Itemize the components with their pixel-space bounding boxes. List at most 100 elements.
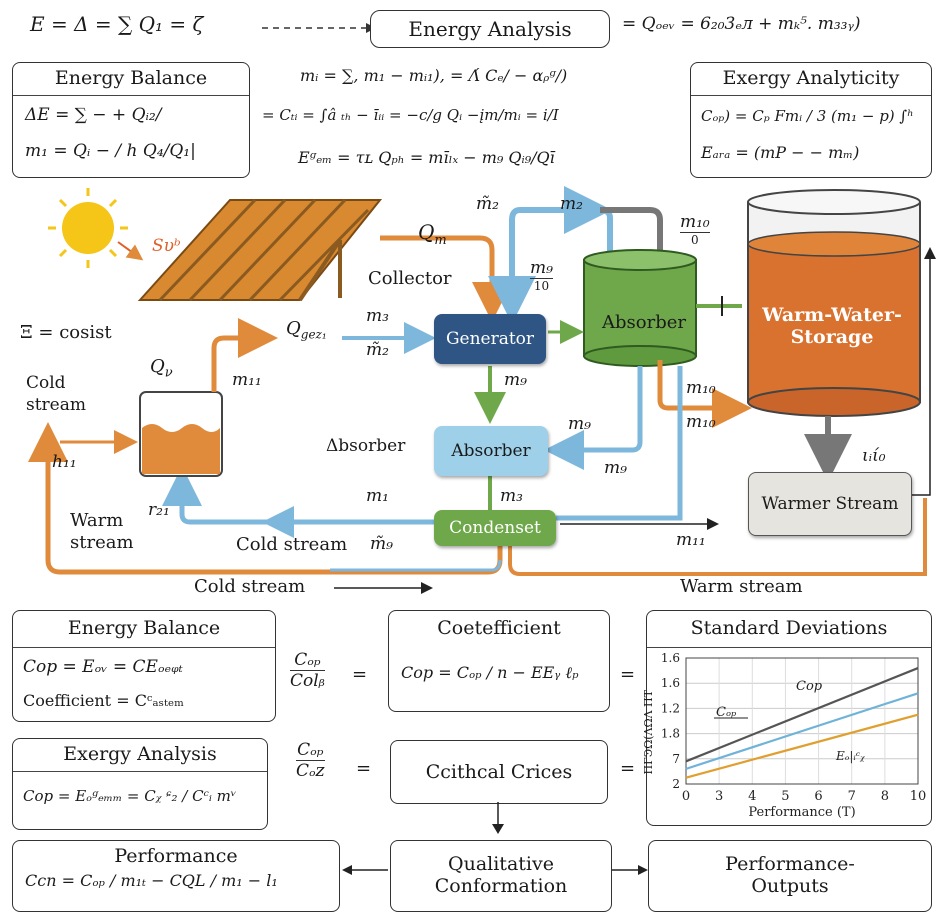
chart-x-tick: 4 bbox=[748, 789, 756, 804]
dabsorber-label: Δbsorber bbox=[326, 436, 406, 456]
energy-analysis-title: Energy Analysis bbox=[408, 17, 572, 41]
chart-x-tick: 10 bbox=[910, 789, 927, 804]
performance-box: Performance Ccn = Cₒₚ / m₁ₜ − CQL / m₁ −… bbox=[12, 840, 340, 912]
exergy-analysis-title: Exergy Analysis bbox=[63, 743, 217, 765]
equals-3: = bbox=[356, 758, 372, 779]
equals-1: = bbox=[352, 664, 368, 685]
m9-label-c: m₉ bbox=[604, 458, 627, 478]
top-equation-left: E = Δ = ∑ Q₁ = ζ bbox=[30, 12, 204, 36]
down-arrow bbox=[492, 802, 504, 834]
m3-label-a: m₃ bbox=[366, 306, 389, 326]
divider bbox=[13, 647, 275, 648]
chart-annotation: Cop bbox=[796, 679, 823, 694]
m9-fraction: m₉ 10 bbox=[530, 258, 553, 293]
chart-y-tick: 1.2 bbox=[661, 701, 680, 715]
energy-balance-top-line2: m₁ = Qᵢ − / h Q₄/Q₁| bbox=[25, 141, 196, 161]
energy-balance-bottom-line2: Coefficient = Cᶜₐₛₜₑₘ bbox=[23, 691, 184, 710]
qualitative-title: Qualitative Conformation bbox=[434, 853, 568, 897]
r21-label: r₂₁ bbox=[148, 500, 170, 520]
chart-y-tick: 7 bbox=[672, 752, 680, 766]
m1-label: m₁ bbox=[366, 486, 389, 506]
solar-collector-icon bbox=[137, 198, 383, 302]
standard-deviations-title: Standard Deviations bbox=[690, 617, 888, 639]
system-diagram bbox=[27, 186, 936, 594]
m2-label-a: m̃₂ bbox=[366, 340, 389, 360]
performance-outputs-title: Performance-Outputs bbox=[725, 853, 855, 897]
chart-annotation: Eₒ|ᵢᶜᵪ bbox=[835, 749, 865, 763]
chart-series-line bbox=[685, 667, 919, 763]
chart-x-tick: 0 bbox=[682, 789, 690, 804]
qualitative-box: Qualitative Conformation bbox=[390, 840, 612, 912]
m9-label-d: m̃₉ bbox=[370, 534, 393, 554]
chart-y-tick: 1.8 bbox=[661, 727, 680, 741]
chart-x-tick: 8 bbox=[881, 789, 889, 804]
energy-balance-top-line1: ΔE = ∑ − + Qᵢ₂/ bbox=[25, 105, 162, 125]
divider bbox=[647, 647, 931, 648]
standard-deviations-box: Standard Deviations bbox=[646, 610, 932, 826]
coefficient-title: Coetefficient bbox=[437, 617, 561, 639]
absorber-tank bbox=[583, 249, 697, 367]
energy-balance-top-box: Energy Balance ΔE = ∑ − + Qᵢ₂/ m₁ = Qᵢ −… bbox=[12, 62, 250, 178]
m11-left-label: m₁₁ bbox=[232, 370, 262, 390]
critical-box: Ccithcal Crices bbox=[390, 740, 608, 804]
coefficient-box: Coetefficient Cop = Cₒₚ / n − EEᵧ ℓₚ bbox=[388, 610, 610, 712]
m2-label-top: m̃₂ bbox=[476, 194, 499, 214]
divider bbox=[691, 95, 931, 96]
chart-x-tick: 3 bbox=[715, 789, 723, 804]
heat-exchanger-tank bbox=[139, 391, 223, 477]
exergy-analysis-box: Exergy Analysis Cop = Eₒᵍₑₘₘ = Cᵪ ᶝ₂ / C… bbox=[12, 738, 268, 830]
chart-x-tick: 7 bbox=[848, 789, 856, 804]
cold-stream-mid-label: Cold stream bbox=[236, 534, 348, 555]
exergy-analysis-line: Cop = Eₒᵍₑₘₘ = Cᵪ ᶝ₂ / Cᶜᵢ mᵛ bbox=[23, 787, 237, 805]
chart-series-line bbox=[685, 713, 919, 779]
sun-label: Sυᵇ bbox=[152, 236, 181, 256]
m10-label-b: m₁₀ bbox=[686, 412, 716, 432]
m10-label-a: m₁₀ bbox=[686, 378, 716, 398]
chart-annotation: Cₒₚ bbox=[716, 705, 736, 720]
m3-label-b: m₃ bbox=[500, 486, 523, 506]
performance-title: Performance bbox=[114, 845, 238, 867]
energy-analysis-box: Energy Analysis bbox=[370, 10, 610, 48]
exergy-analyticity-title: Exergy Analyticity bbox=[722, 67, 900, 89]
q-v-label: Qν bbox=[150, 356, 173, 381]
right-arrow bbox=[612, 865, 648, 875]
m9-label-a: m₉ bbox=[504, 370, 527, 390]
equals-4: = bbox=[620, 758, 636, 779]
divider bbox=[13, 771, 267, 772]
generator-node: Generator bbox=[434, 314, 546, 364]
q-gen-label: Qgez₁ bbox=[286, 318, 327, 342]
q-m-label: Qm bbox=[418, 220, 447, 248]
energy-balance-bottom-line1: Cop = Eₒᵥ = CEₒₑᵩₜ bbox=[23, 657, 183, 677]
chart-x-label: Performance (T) bbox=[748, 805, 855, 820]
condenser-node: Condenset bbox=[434, 510, 556, 546]
fraction-2: Cₒₚ Cₒᴢ bbox=[296, 740, 325, 781]
m2-label-right: m₂ bbox=[560, 194, 583, 214]
middle-eq-line3: Eᵍₑₘ = τʟ Qₚₕ = mīₗₓ − m₉ Qᵢ₉/Qī bbox=[298, 148, 555, 167]
chart-series-line bbox=[685, 692, 919, 770]
absorber-tank-label: Absorber bbox=[602, 312, 686, 333]
critical-title: Ccithcal Crices bbox=[425, 761, 573, 783]
chart-y-tick: 1.6 bbox=[661, 676, 680, 690]
m9-label-b: m₉ bbox=[568, 414, 591, 434]
warm-stream-left-label: Warm stream bbox=[70, 510, 134, 553]
chart-y-tick: 2 bbox=[672, 777, 680, 791]
middle-eq-line2: = Cₜᵢ = ∫â ₜₕ − īᵢᵢ = −c/g Qᵢ −įm/mᵢ = i… bbox=[262, 106, 559, 124]
dashed-arrow bbox=[262, 23, 376, 33]
m11-right-label: m₁₁ bbox=[676, 530, 706, 550]
warmer-stream-node: Warmer Stream bbox=[748, 472, 912, 536]
cold-stream-bottom-label: Cold stream bbox=[194, 576, 306, 597]
equals-2: = bbox=[620, 664, 636, 685]
energy-balance-bottom-box: Energy Balance Cop = Eₒᵥ = CEₒₑᵩₜ Coeffi… bbox=[12, 610, 276, 722]
divider bbox=[13, 95, 249, 96]
performance-line: Ccn = Cₒₚ / m₁ₜ − CQL / m₁ − l₁ bbox=[25, 871, 278, 890]
t10-label: ιᵢί₀ bbox=[862, 446, 886, 466]
cosist-label: Ξ = cosist bbox=[20, 322, 112, 343]
middle-eq-line1: mᵢ = ∑, m₁ − mᵢ₁), = Λ́ Cₑ/ − αᵨᵍ/) bbox=[300, 66, 568, 85]
coefficient-line: Cop = Cₒₚ / n − EEᵧ ℓₚ bbox=[401, 663, 579, 682]
exergy-top-line2: Eₐᵣₐ = (mP − − mₘ) bbox=[701, 143, 860, 162]
fraction-1: Cₒₚ Colᵦ bbox=[290, 650, 325, 691]
exergy-top-line1: Cₒₚ) = Cₚ Fmᵢ / 3 (m₁ − p) ∫ʰ bbox=[701, 107, 914, 125]
chart-frame bbox=[685, 657, 919, 785]
collector-label: Collector bbox=[368, 268, 452, 289]
